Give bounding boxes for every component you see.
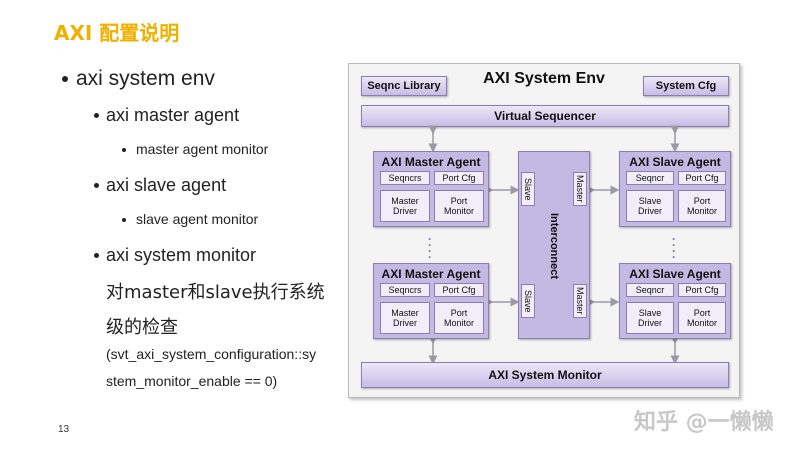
interconnect-slave-port-bottom: Slave — [521, 284, 535, 318]
master-seqncrs-box: Seqncrs — [380, 283, 430, 297]
bullet-system-env: axi system env — [76, 67, 215, 90]
master-driver-box: Master Driver — [380, 190, 430, 222]
bullet-slave-agent-monitor: slave agent monitor — [136, 211, 259, 227]
bullet-dot — [122, 148, 126, 152]
slave-driver-label-2: Driver — [638, 318, 662, 328]
page-number: 13 — [58, 424, 70, 435]
master-agent-top: AXI Master Agent Seqncrs Port Cfg Master… — [373, 151, 489, 227]
slave-monitor-label-1: Port — [693, 308, 711, 318]
seqnc-library-box: Seqnc Library — [361, 76, 447, 96]
master-port-cfg-box: Port Cfg — [434, 283, 484, 297]
master-agent-title: AXI Master Agent — [381, 267, 481, 281]
interconnect-master-port-top: Master — [573, 172, 587, 206]
system-cfg-box: System Cfg — [643, 76, 729, 96]
bullet-dot — [94, 253, 99, 258]
virtual-sequencer-box: Virtual Sequencer — [361, 105, 729, 127]
more-master-agents-ellipsis: ···· — [428, 232, 432, 264]
diagram-title: AXI System Env — [483, 70, 605, 87]
master-driver-label-1: Master — [391, 308, 419, 318]
bullet-dot — [94, 183, 99, 188]
bullet-master-agent-monitor: master agent monitor — [136, 141, 269, 157]
slave-seqncr-box: Seqncr — [626, 171, 674, 185]
interconnect-box: Slave Master Interconnect Slave Master — [518, 151, 590, 339]
master-seqncrs-box: Seqncrs — [380, 171, 430, 185]
slave-monitor-label-2: Monitor — [686, 318, 717, 328]
monitor-config-line-1: (svt_axi_system_configuration::sy — [106, 346, 317, 362]
slave-driver-label-1: Slave — [638, 196, 662, 206]
master-agent-title: AXI Master Agent — [381, 155, 481, 169]
master-monitor-label-2: Monitor — [443, 206, 474, 216]
axi-system-env-diagram: AXI System Env Seqnc Library System Cfg … — [348, 63, 740, 398]
master-driver-label-2: Driver — [393, 206, 417, 216]
slave-agent-bottom: AXI Slave Agent Seqncr Port Cfg Slave Dr… — [619, 263, 731, 339]
master-monitor-label-2: Monitor — [443, 318, 474, 328]
bullet-slave-agent: axi slave agent — [106, 175, 227, 195]
slave-agent-top: AXI Slave Agent Seqncr Port Cfg Slave Dr… — [619, 151, 731, 227]
slave-port-monitor-box: Port Monitor — [678, 302, 726, 334]
master-driver-label-2: Driver — [393, 318, 417, 328]
master-port-monitor-box: Port Monitor — [434, 302, 484, 334]
master-port-cfg-box: Port Cfg — [434, 171, 484, 185]
master-monitor-label-1: Port — [450, 196, 468, 206]
interconnect-label: Interconnect — [548, 212, 560, 279]
slave-agent-title: AXI Slave Agent — [629, 155, 721, 169]
axi-system-monitor-box: AXI System Monitor — [361, 362, 729, 388]
bullet-master-agent: axi master agent — [106, 105, 240, 125]
slave-port-cfg-box: Port Cfg — [678, 283, 726, 297]
watermark: 知乎 @一懒懒 — [634, 410, 774, 435]
slave-monitor-label-1: Port — [693, 196, 711, 206]
connection-arrows — [428, 125, 680, 365]
slave-driver-label-2: Driver — [638, 206, 662, 216]
master-monitor-label-1: Port — [450, 308, 468, 318]
interconnect-master-port-bottom: Master — [573, 284, 587, 318]
monitor-description-line-2: 级的检查 — [106, 317, 178, 338]
bullet-dot — [122, 218, 126, 222]
master-port-monitor-box: Port Monitor — [434, 190, 484, 222]
bullet-dot — [94, 113, 99, 118]
master-driver-label-1: Master — [391, 196, 419, 206]
monitor-config-line-2: stem_monitor_enable == 0) — [106, 373, 278, 389]
master-driver-box: Master Driver — [380, 302, 430, 334]
slave-driver-label-1: Slave — [638, 308, 662, 318]
slide-title: AXI 配置说明 — [54, 21, 180, 45]
interconnect-slave-port-top: Slave — [521, 172, 535, 206]
monitor-description-line-1: 对master和slave执行系统 — [106, 282, 325, 303]
slave-port-monitor-box: Port Monitor — [678, 190, 726, 222]
bullet-dot — [62, 76, 68, 82]
more-slave-agents-ellipsis: ···· — [672, 232, 676, 264]
slave-port-cfg-box: Port Cfg — [678, 171, 726, 185]
slave-driver-box: Slave Driver — [626, 302, 674, 334]
slave-monitor-label-2: Monitor — [686, 206, 717, 216]
master-agent-bottom: AXI Master Agent Seqncrs Port Cfg Master… — [373, 263, 489, 339]
bullet-system-monitor: axi system monitor — [106, 245, 257, 265]
slave-agent-title: AXI Slave Agent — [629, 267, 721, 281]
slave-driver-box: Slave Driver — [626, 190, 674, 222]
slave-seqncr-box: Seqncr — [626, 283, 674, 297]
